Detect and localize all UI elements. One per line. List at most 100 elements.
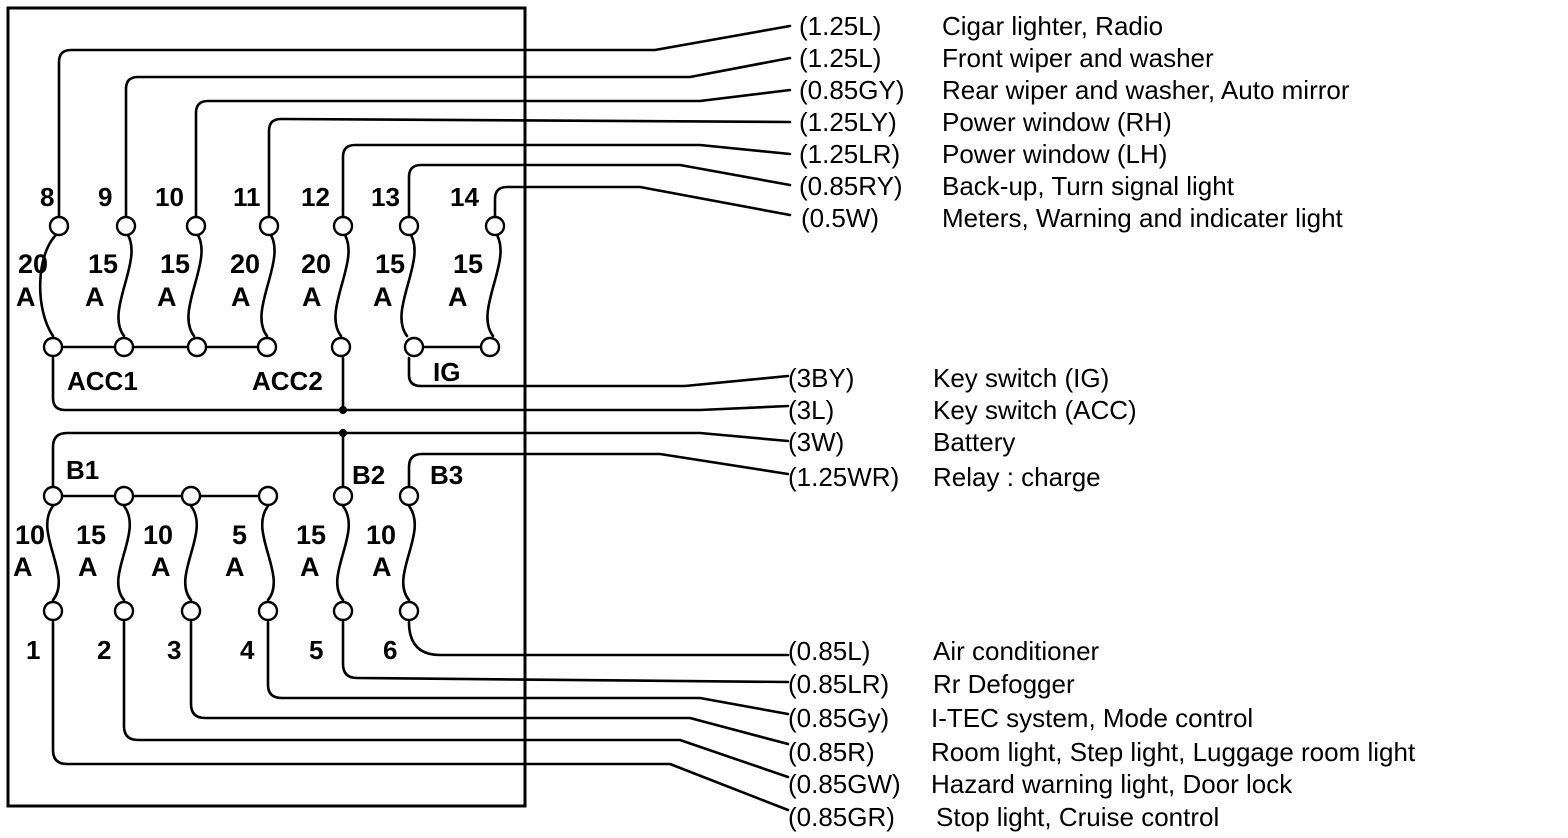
fuse-rating-unit: A (13, 552, 33, 582)
lower-fuse-row: B1 B2 B3 10 15 10 5 15 10 A A A A A A 1 … (13, 429, 790, 812)
circuit-wire-code: (1.25L) (799, 43, 881, 73)
fuse-9-element (117, 230, 133, 338)
circuit-wire-code: (0.85GR) (788, 802, 895, 832)
fuse-2-element (117, 504, 131, 602)
fuse-rating: 10 (366, 520, 396, 550)
circuit-label: Relay : charge (933, 462, 1101, 492)
wire-fuse-8 (57, 24, 792, 222)
circuit-label: Meters, Warning and indicater light (942, 203, 1344, 233)
circuit-label: Air conditioner (933, 636, 1100, 666)
fuse-number: 5 (309, 635, 323, 665)
wire-battery (51, 431, 790, 488)
fuse-12-element (334, 230, 350, 338)
fuse-5-element (336, 504, 350, 602)
circuit-wire-code: (3BY) (788, 363, 854, 393)
circuit-wire-code: (0.85L) (788, 636, 870, 666)
fuse-number: 3 (167, 635, 181, 665)
fuse-rating-unit: A (85, 282, 105, 312)
fuse-4-element (261, 504, 275, 602)
lower-terminals (42, 485, 420, 622)
circuit-label: Key switch (IG) (933, 363, 1109, 393)
wire-key-switch-acc (51, 356, 790, 412)
circuit-wire-code: (0.85Gy) (788, 703, 889, 733)
wire-fuse-9 (124, 56, 792, 222)
fuse-10-element (187, 230, 203, 338)
acc1-bus-label: ACC1 (67, 366, 138, 396)
fuse-rating: 15 (88, 249, 118, 279)
wire-key-switch-ig (407, 356, 790, 388)
fuse-rating: 15 (160, 249, 190, 279)
circuit-wire-code: (0.5W) (801, 203, 879, 233)
wire-fuse-1 (51, 620, 790, 812)
b2-bus-label: B2 (352, 460, 385, 490)
circuit-label: Power window (LH) (942, 139, 1167, 169)
fuse-number: 4 (240, 635, 255, 665)
circuit-wire-code: (0.85R) (788, 737, 875, 767)
circuit-wire-code: (1.25L) (799, 11, 881, 41)
fuse-rating-unit: A (157, 282, 177, 312)
fuse-rating: 20 (18, 249, 48, 279)
fuse-rating: 10 (143, 520, 173, 550)
circuit-wire-code: (0.85GW) (788, 769, 901, 799)
wire-fuse-10 (194, 88, 792, 222)
fuse-number: 12 (301, 182, 330, 212)
circuit-label: Battery (933, 427, 1015, 457)
fuse-rating-unit: A (231, 282, 251, 312)
circuit-wire-code: (3L) (788, 395, 834, 425)
fuse-11-element (260, 230, 276, 338)
circuit-wire-code: (1.25LR) (799, 139, 900, 169)
wire-fuse-14 (493, 185, 792, 222)
fuse-number: 14 (450, 182, 479, 212)
ig-bus-label: IG (433, 357, 460, 387)
fuse-number: 9 (98, 182, 112, 212)
fuse-number: 6 (383, 635, 397, 665)
fuse-rating-unit: A (78, 552, 98, 582)
circuit-wire-code: (0.85GY) (799, 75, 905, 105)
wire-fuse-3 (189, 620, 790, 746)
fuse-number: 10 (155, 182, 184, 212)
fuse-number: 1 (26, 635, 40, 665)
fuse-rating: 15 (76, 520, 106, 550)
fuse-box-outline (6, 6, 527, 808)
fuse-rating: 15 (453, 249, 483, 279)
wire-relay-charge (407, 452, 790, 488)
wire-fuse-5 (341, 620, 790, 684)
fuse-number: 13 (371, 182, 400, 212)
wire-fuse-2 (122, 620, 790, 779)
fuse-8-element (38, 230, 61, 338)
b3-bus-label: B3 (430, 460, 463, 490)
circuit-wire-code: (0.85RY) (799, 171, 903, 201)
fuse-rating-unit: A (16, 282, 36, 312)
fuse-rating-unit: A (300, 552, 320, 582)
circuit-wire-code: (0.85LR) (788, 669, 889, 699)
circuit-label: Hazard warning light, Door lock (931, 769, 1293, 799)
fuse-rating: 15 (296, 520, 326, 550)
circuit-label: Back-up, Turn signal light (942, 171, 1235, 201)
wire-fuse-12 (341, 143, 792, 222)
circuit-label: Stop light, Cruise control (936, 802, 1219, 832)
fuse-rating-unit: A (151, 552, 171, 582)
fuse-number: 2 (97, 635, 111, 665)
fuse-rating: 15 (375, 249, 405, 279)
wire-fuse-4 (266, 620, 790, 716)
circuit-label: Cigar lighter, Radio (942, 11, 1163, 41)
circuit-wire-code: (3W) (788, 427, 844, 457)
fuse-rating: 20 (230, 249, 260, 279)
fuse-rating-unit: A (373, 282, 393, 312)
fuse-6-element (402, 504, 416, 602)
wire-fuse-11 (267, 117, 792, 222)
wire-fuse-13 (407, 163, 792, 222)
fuse-rating-unit: A (302, 282, 322, 312)
fuse-number: 8 (40, 182, 54, 212)
fuse-1-element (46, 504, 60, 602)
fuse-rating: 10 (15, 520, 45, 550)
upper-fuse-row: 8 9 10 11 12 13 14 20 15 15 20 20 15 15 … (16, 24, 792, 414)
fuse-3-element (184, 504, 198, 602)
acc-junction-dot (339, 406, 347, 414)
fuse-rating: 20 (301, 249, 331, 279)
circuit-label: Front wiper and washer (942, 43, 1214, 73)
acc2-bus-label: ACC2 (252, 366, 323, 396)
battery-junction-dot (339, 429, 347, 437)
fuse-14-element (486, 230, 502, 338)
